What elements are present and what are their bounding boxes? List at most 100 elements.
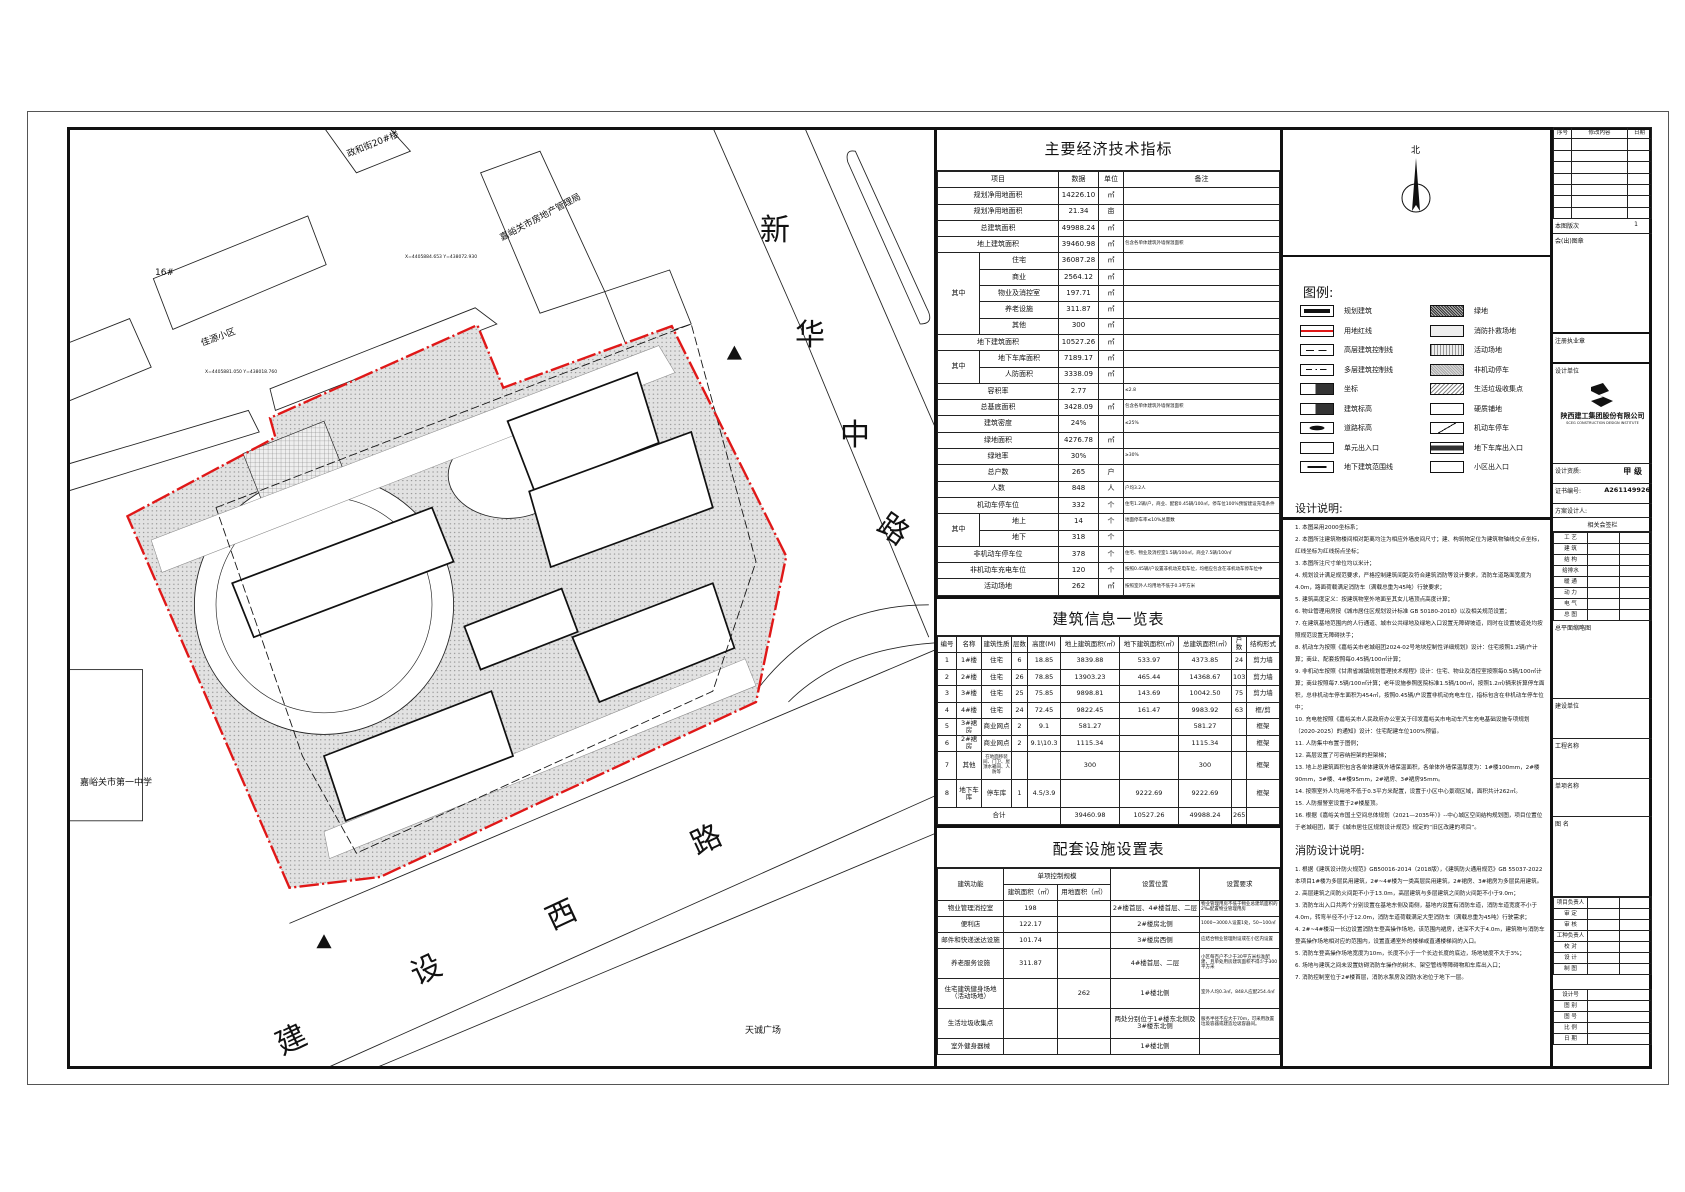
value-cell: 318 — [1058, 529, 1099, 547]
table-cell: 24 — [1011, 701, 1028, 720]
revision-cell — [1571, 161, 1628, 174]
drawing-sheet — [27, 111, 1669, 1085]
item-label: 地上 — [979, 513, 1059, 531]
table-cell: 101.74 — [1003, 931, 1058, 949]
item-label: 商业 — [979, 268, 1059, 287]
note-item: 14. 按照室外人均用地不低于0.3平方米配置，设置于小区中心景观区域，面积共计… — [1295, 789, 1522, 795]
note-cell — [1123, 285, 1280, 303]
legend-item-green-space: 绿地 — [1430, 304, 1488, 318]
table-cell: 9822.45 — [1060, 701, 1120, 720]
table-cell: 78.85 — [1027, 668, 1061, 687]
note-item: 5. 消防车登高操作场地宽度为10m，长度不小于一个长边长度的底边，场地坡度不大… — [1295, 951, 1525, 957]
note-item: 16. 根据《嘉峪关市国土空间总体规划（2021—2035年）》--中心城区空间… — [1295, 813, 1543, 831]
unit-cell: 个 — [1098, 496, 1124, 515]
table-cell: 1 — [1011, 779, 1028, 809]
note-item: 13. 地上总建筑面积包含各单体建筑外墙保温面积，各单体外墙保温厚度为：1#楼1… — [1295, 765, 1540, 783]
title-block-row: 审 定 — [1553, 908, 1652, 920]
table-cell: 2#楼 — [956, 668, 982, 687]
header-cell: 编号 — [937, 635, 957, 654]
title-block-row: 建 筑 — [1553, 543, 1652, 555]
title-block-label: 总 图 — [1553, 609, 1588, 621]
table-cell: 533.97 — [1119, 652, 1179, 670]
title-block-cell — [1587, 576, 1620, 588]
table-cell — [1057, 899, 1111, 917]
car-parking-icon — [1430, 422, 1464, 434]
unit-cell: 个 — [1098, 562, 1124, 580]
unit-cell — [1098, 382, 1124, 401]
note-cell: ≤2.8 — [1123, 382, 1280, 401]
value-cell: 2.77 — [1058, 382, 1099, 401]
table-cell: 1115.34 — [1060, 734, 1120, 753]
value-cell: 120 — [1058, 562, 1099, 580]
title-block-label: 暖 通 — [1553, 576, 1588, 588]
legend-label: 硬质铺地 — [1474, 404, 1502, 413]
group-label: 其中 — [937, 252, 980, 335]
table-cell: 262 — [1057, 977, 1111, 1009]
title-block-row: 比 例 — [1553, 1022, 1652, 1034]
item-label: 绿地面积 — [937, 431, 1059, 450]
project-label: 工程名称 — [1553, 739, 1652, 779]
header-cell: 地上建筑面积(㎡) — [1060, 635, 1120, 654]
title-block-cell — [1587, 963, 1620, 975]
table-cell: 2#楼首层、4#楼首层、二层 — [1110, 899, 1200, 917]
note-cell — [1123, 431, 1280, 450]
note-item: 10. 充电桩按照《嘉峪关市人民政府办公室关于印发嘉峪关市电动车汽车充电基础设施… — [1295, 717, 1530, 735]
building-1 — [231, 506, 455, 639]
note-item: 4. 2#~4#楼沿一长边设置消防车登高操作场地，该范围内裙房，进深不大于4.0… — [1295, 927, 1545, 945]
note-item: 15. 人防报警室设置于2#楼屋顶。 — [1295, 801, 1382, 807]
school-building — [67, 669, 143, 822]
title-block-cell — [1587, 1011, 1652, 1023]
item-label: 地下建筑面积 — [937, 333, 1059, 352]
item-label: 机动车停车位 — [937, 496, 1059, 515]
table-cell: 18.85 — [1027, 652, 1061, 670]
table-cell: 4#楼 — [956, 701, 982, 720]
note-item: 7. 在建筑基地范围内的人行通道、城市公共绿地及绿地入口设置无障碍坡道，同时在设… — [1295, 621, 1543, 639]
header-cell: 备注 — [1123, 170, 1280, 189]
note-cell — [1123, 317, 1280, 335]
legend-label: 地下车库出入口 — [1474, 443, 1523, 452]
title-block-cell — [1587, 941, 1620, 953]
table-cell: 住宅 — [981, 668, 1012, 687]
revision-row — [1553, 149, 1652, 163]
table-cell — [1057, 931, 1111, 949]
title-block-label: 项目负责人 — [1553, 897, 1588, 909]
table-cell — [1231, 779, 1247, 809]
table-cell: 框架 — [1246, 751, 1280, 781]
legend-item-garage-entrance: 地下车库出入口 — [1430, 441, 1523, 455]
table-cell: 63 — [1231, 701, 1247, 720]
note-cell: 包含各单体建筑外墙保温面积 — [1123, 236, 1280, 254]
revision-row — [1553, 183, 1652, 197]
unit-cell: ㎡ — [1098, 236, 1124, 254]
table-cell: 9222.69 — [1119, 779, 1179, 809]
note-cell — [1123, 333, 1280, 352]
group-label: 其中 — [937, 350, 980, 384]
table-cell: 生活垃圾收集点 — [937, 1007, 1004, 1039]
table-cell: 服务半径不应大于70m，可采用放置垃圾容器或建造垃圾容器间。 — [1199, 1007, 1280, 1039]
title-block-row: 电 气 — [1553, 598, 1652, 610]
table-cell: 1115.34 — [1178, 734, 1232, 753]
note-cell: 地面停车率≤10%总量数 — [1123, 513, 1280, 531]
legend-label: 高层建筑控制线 — [1344, 346, 1393, 354]
building-4 — [322, 690, 515, 822]
table-cell: 1 — [937, 652, 957, 670]
revision-cell — [1627, 183, 1652, 197]
title-block-cell — [1587, 919, 1620, 931]
table-cell: 14368.67 — [1178, 668, 1232, 687]
revision-cell — [1553, 206, 1572, 220]
table-cell: 住宅 — [981, 652, 1012, 670]
title-block-cell — [1619, 587, 1652, 599]
value-cell: 3428.09 — [1058, 399, 1099, 417]
title-block-cell — [1587, 930, 1620, 942]
item-label: 总基底面积 — [937, 399, 1059, 417]
title-block-label: 设 计 — [1553, 952, 1588, 964]
table-cell: 465.44 — [1119, 668, 1179, 687]
revision-cell — [1571, 149, 1628, 163]
